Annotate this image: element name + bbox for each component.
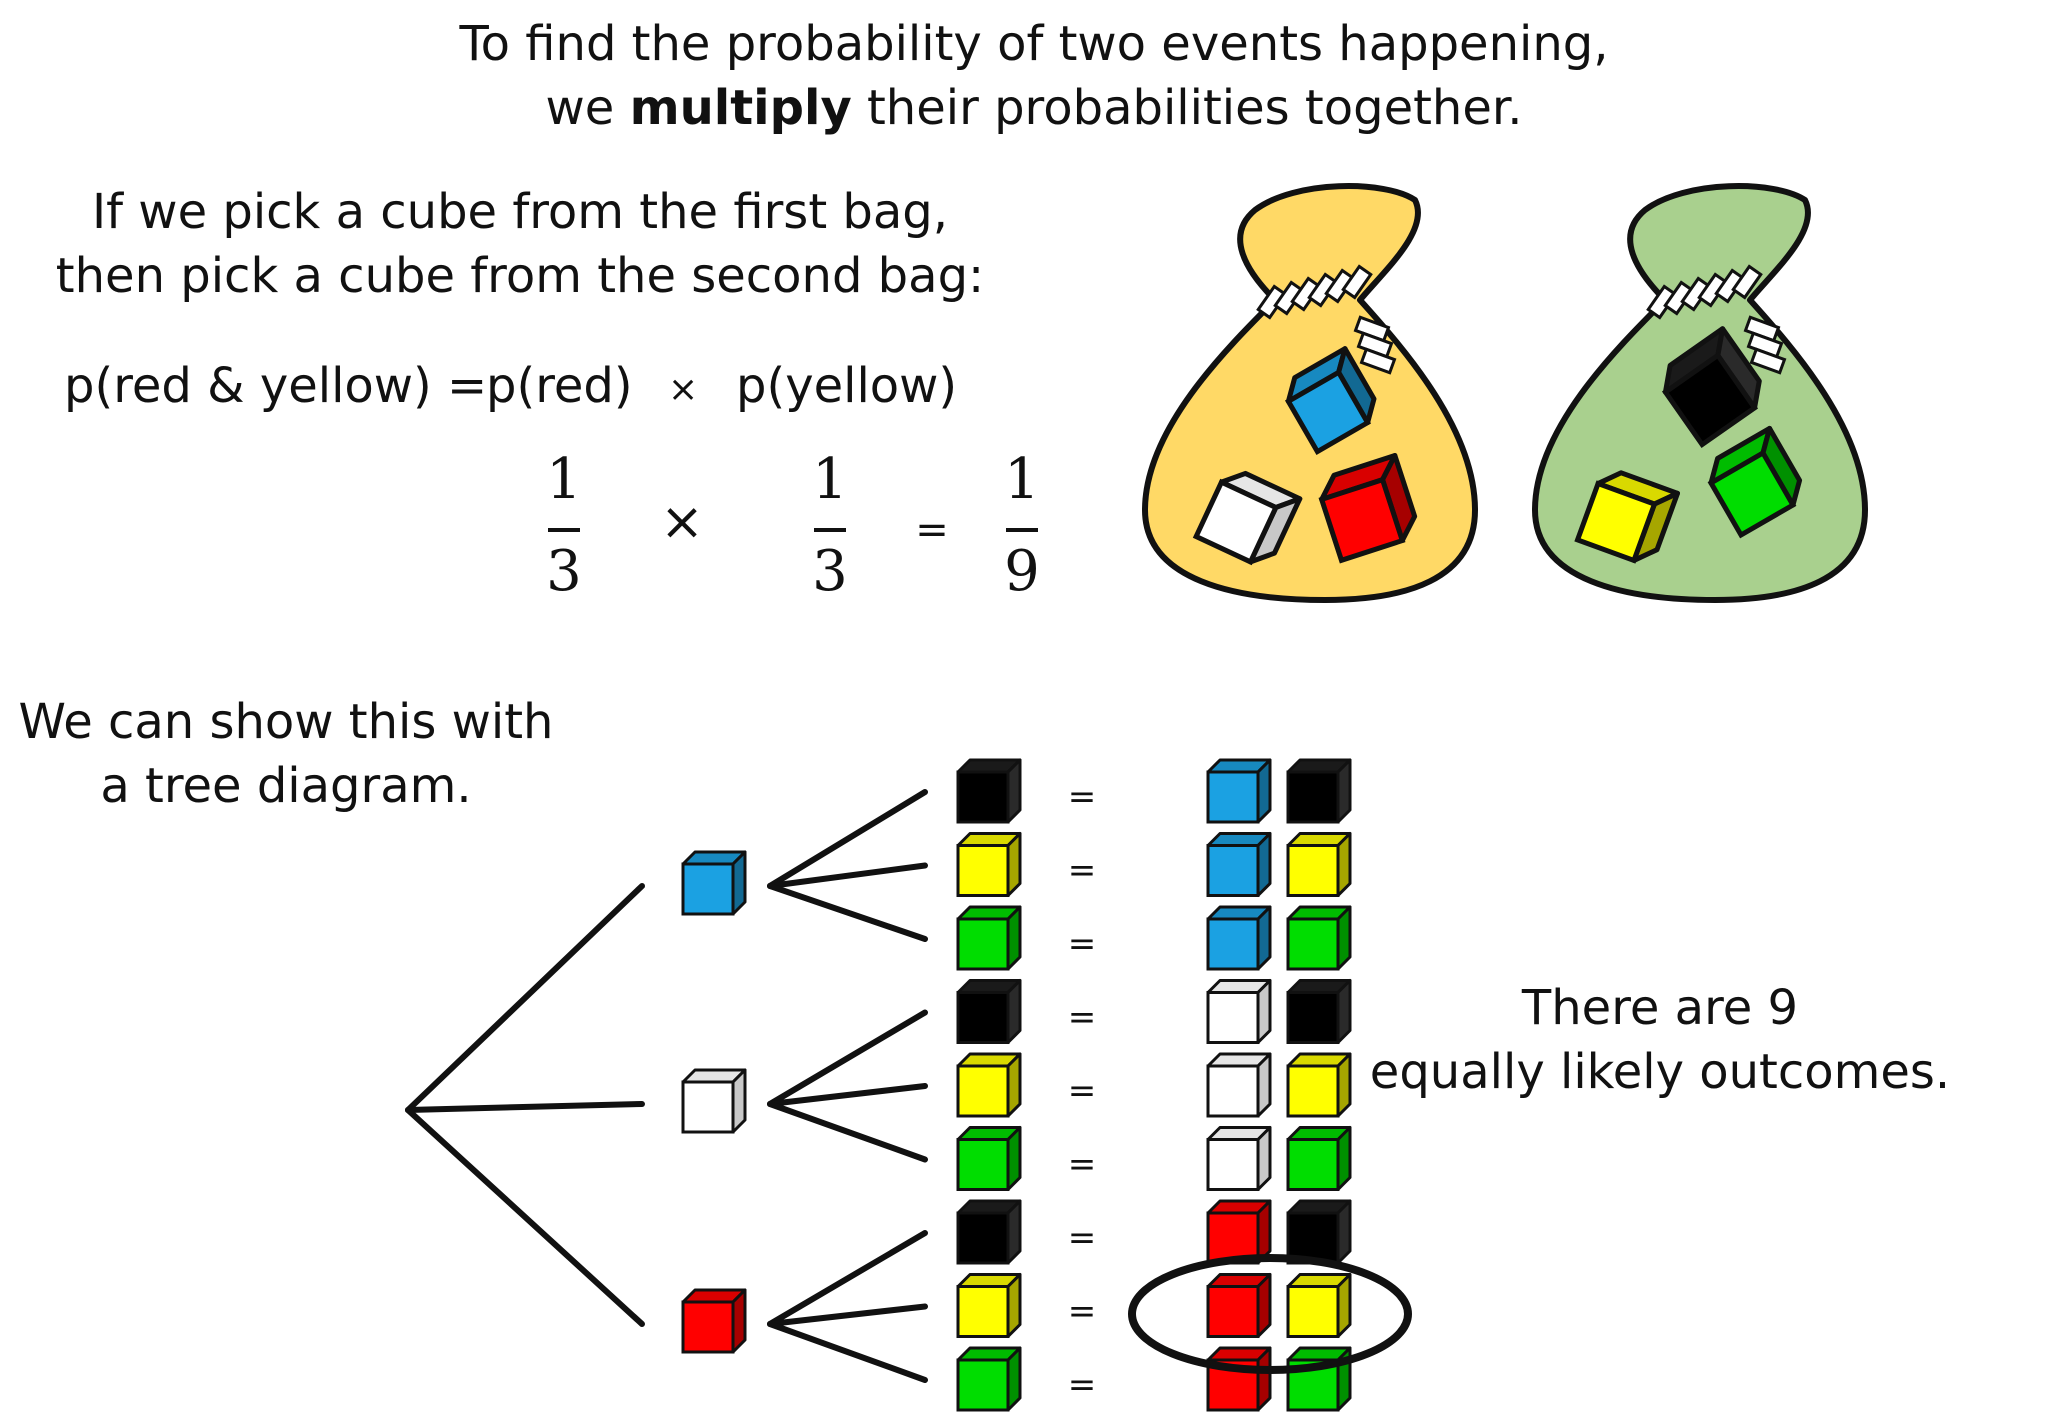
outcome-red-yellow-first — [1206, 1273, 1272, 1338]
branch-blue-black — [767, 789, 928, 889]
tree-equals-signs: = = = = = = = = = — [1068, 777, 1097, 1405]
second-pick-black-cube — [956, 758, 1022, 824]
frac1-numerator: 1 — [546, 447, 582, 512]
outcome-pairs — [1206, 758, 1352, 1412]
outcome-equals-sign: = — [1068, 998, 1097, 1038]
tree-caption-line-1: We can show this with — [18, 694, 554, 750]
branch-root-white — [405, 1101, 645, 1113]
outcome-red-green-first — [1206, 1346, 1272, 1412]
bag-tie — [1256, 264, 1397, 375]
bag-1-cube-red — [1318, 452, 1418, 564]
bags — [1142, 183, 1868, 603]
header-line-1: To find the probability of two events ha… — [459, 16, 1609, 72]
outcome-white-green-second — [1286, 1126, 1352, 1191]
bag-2-cube-yellow — [1574, 470, 1681, 564]
outcome-red-black-first — [1206, 1199, 1272, 1265]
branch-blue-yellow — [767, 862, 928, 889]
outcome-white-black-first — [1206, 979, 1272, 1044]
second-pick-yellow-cube — [956, 1052, 1022, 1118]
branch-white-black — [767, 1009, 928, 1107]
outcome-blue-black-second — [1286, 758, 1352, 824]
branch-root-blue — [405, 883, 645, 1113]
formula-lhs: p(red & yellow) = — [64, 358, 488, 414]
second-pick-yellow-cube — [956, 1273, 1022, 1338]
branch-blue-green — [767, 883, 928, 942]
outcome-blue-black-first — [1206, 758, 1272, 824]
outcome-equals-sign: = — [1068, 924, 1097, 964]
branch-red-yellow — [767, 1303, 928, 1327]
intro-line-2: then pick a cube from the second bag: — [55, 248, 985, 304]
tree-caption-line-2: a tree diagram. — [100, 758, 472, 814]
first-pick-white-cube — [681, 1068, 747, 1134]
frac1-denominator: 3 — [546, 539, 582, 604]
branch-white-yellow — [767, 1083, 928, 1107]
outcome-blue-yellow-first — [1206, 832, 1272, 897]
result-numerator: 1 — [1004, 447, 1040, 512]
header-line-2-pre: we — [545, 80, 630, 136]
outcome-equals-sign: = — [1068, 1145, 1097, 1185]
header-emphasis: multiply — [629, 80, 852, 136]
tree-cubes — [681, 758, 1022, 1412]
outcome-equals-sign: = — [1068, 1365, 1097, 1405]
outcome-equals-sign: = — [1068, 851, 1097, 891]
outcome-white-yellow-first — [1206, 1052, 1272, 1118]
outcomes-note-line-1: There are 9 — [1521, 980, 1799, 1036]
outcome-equals-sign: = — [1068, 1292, 1097, 1332]
frac2-numerator: 1 — [812, 447, 848, 512]
second-pick-black-cube — [956, 979, 1022, 1044]
bag-1-cube-white — [1192, 470, 1303, 566]
header-line-2-post: their probabilities together. — [851, 80, 1523, 136]
bag-2-cube-black — [1661, 326, 1762, 449]
intro-line-1: If we pick a cube from the first bag, — [91, 184, 949, 240]
bag-2-cube-green — [1707, 425, 1803, 539]
highlight-ellipse — [1128, 1254, 1412, 1374]
outcome-red-yellow-second — [1286, 1273, 1352, 1338]
outcome-blue-green-first — [1206, 905, 1272, 971]
outcome-equals-sign: = — [1068, 777, 1097, 817]
bag-tie — [1646, 264, 1787, 375]
formula-term-red: p(red) — [486, 358, 633, 414]
outcome-equals-sign: = — [1068, 1218, 1097, 1258]
outcome-blue-yellow-second — [1286, 832, 1352, 897]
branch-root-red — [405, 1107, 645, 1327]
formula-term-yellow: p(yellow) — [736, 358, 958, 414]
second-pick-black-cube — [956, 1199, 1022, 1265]
outcomes-note-line-2: equally likely outcomes. — [1369, 1044, 1951, 1100]
frac-equals: = — [915, 507, 949, 553]
outcome-equals-sign: = — [1068, 1071, 1097, 1111]
outcome-white-yellow-second — [1286, 1052, 1352, 1118]
first-pick-red-cube — [681, 1288, 747, 1354]
frac-times: × — [660, 492, 704, 552]
branch-white-green — [767, 1101, 928, 1163]
outcome-blue-green-second — [1286, 905, 1352, 971]
branch-red-green — [767, 1321, 928, 1383]
outcome-red-black-second — [1286, 1199, 1352, 1265]
second-pick-green-cube — [956, 905, 1022, 971]
result-denominator: 9 — [1004, 539, 1040, 604]
outcome-white-black-second — [1286, 979, 1352, 1044]
frac2-denominator: 3 — [812, 539, 848, 604]
header-line-2: we multiply their probabilities together… — [546, 76, 1523, 140]
second-pick-green-cube — [956, 1346, 1022, 1412]
second-pick-green-cube — [956, 1126, 1022, 1191]
outcome-white-green-first — [1206, 1126, 1272, 1191]
bag-1-cube-blue — [1284, 346, 1377, 456]
outcome-red-green-second — [1286, 1346, 1352, 1412]
first-pick-blue-cube — [681, 850, 747, 916]
formula-times: × — [668, 369, 699, 410]
tree-branches — [405, 789, 928, 1383]
branch-red-black — [767, 1230, 928, 1327]
second-pick-yellow-cube — [956, 832, 1022, 897]
